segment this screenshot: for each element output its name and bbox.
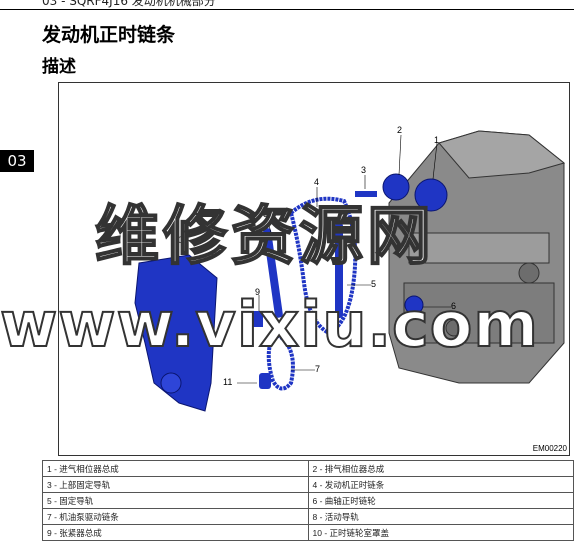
crank-sprocket	[404, 295, 424, 315]
parts-legend-table: 1 - 进气相位器总成 2 - 排气相位器总成 3 - 上部固定导轨 4 - 发…	[42, 460, 574, 541]
legend-cell: 8 - 活动导轨	[307, 508, 574, 525]
timing-cover	[134, 254, 218, 412]
legend-cell: 5 - 固定导轨	[42, 492, 309, 509]
oil-pump-guide	[259, 373, 271, 389]
chapter-tab: 03	[0, 150, 34, 172]
fixed-guide	[335, 223, 343, 318]
tensioner	[253, 311, 263, 327]
table-row: 5 - 固定导轨 6 - 曲轴正时链轮	[42, 492, 574, 509]
figure-code: EM00220	[532, 444, 567, 453]
header-divider	[0, 9, 574, 10]
table-row: 7 - 机油泵驱动链条 8 - 活动导轨	[42, 508, 574, 525]
table-row: 1 - 进气相位器总成 2 - 排气相位器总成	[42, 460, 574, 477]
exhaust-phaser	[382, 173, 410, 201]
page-title: 发动机正时链条	[42, 24, 176, 46]
timing-chain	[288, 196, 358, 336]
exploded-diagram: 2 1 3 4 5 6 7 8 9 10 11 EM00220	[58, 82, 570, 456]
callout-6: 6	[451, 301, 457, 311]
callout-8: 8	[263, 209, 269, 219]
table-row: 9 - 张紧器总成 10 - 正时链轮室罩盖	[42, 524, 574, 541]
callout-5: 5	[371, 279, 377, 289]
table-row: 3 - 上部固定导轨 4 - 发动机正时链条	[42, 476, 574, 493]
leader-lines	[170, 134, 451, 384]
callout-11: 11	[223, 377, 233, 387]
legend-cell: 9 - 张紧器总成	[42, 524, 309, 541]
oil-pump-chain	[266, 330, 295, 391]
callout-10: 10	[173, 235, 184, 245]
legend-cell: 7 - 机油泵驱动链条	[42, 508, 309, 525]
legend-cell: 4 - 发动机正时链条	[307, 476, 574, 493]
engine-block	[388, 130, 566, 384]
legend-cell: 3 - 上部固定导轨	[42, 476, 309, 493]
callout-7: 7	[315, 364, 321, 374]
legend-cell: 10 - 正时链轮室罩盖	[307, 524, 574, 541]
legend-cell: 6 - 曲轴正时链轮	[307, 492, 574, 509]
section-title: 描述	[42, 57, 76, 77]
callout-3: 3	[361, 165, 367, 175]
callout-4: 4	[314, 177, 320, 187]
callout-1: 1	[434, 135, 440, 145]
diagram-drawing	[134, 130, 566, 412]
callout-2: 2	[397, 125, 403, 135]
moving-guide	[263, 228, 283, 318]
callout-9: 9	[255, 287, 261, 297]
legend-cell: 2 - 排气相位器总成	[307, 460, 574, 477]
intake-phaser	[414, 178, 448, 212]
upper-guide	[355, 191, 377, 197]
legend-cell: 1 - 进气相位器总成	[42, 460, 309, 477]
page-header: 03 - SQRF4J16 发动机机械部分	[42, 0, 216, 8]
